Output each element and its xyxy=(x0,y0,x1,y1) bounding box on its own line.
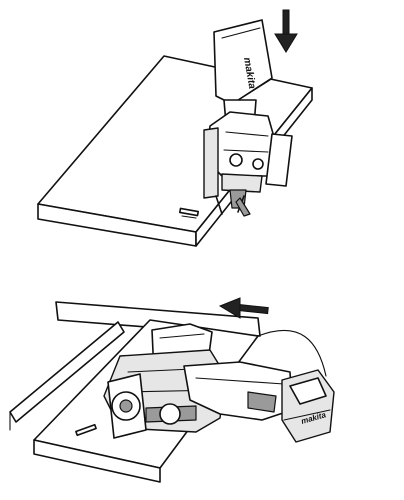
figure-bottom-horizontal-plunge: makita xyxy=(9,297,335,483)
slot-mark-bottom xyxy=(75,423,97,437)
biscuit-joiner-top: makita xyxy=(203,19,293,217)
figure-top-vertical-plunge: makita xyxy=(37,9,313,247)
brand-label-top: makita xyxy=(241,57,257,91)
slot-mark-top xyxy=(178,207,200,217)
pencil-mark-top xyxy=(181,215,197,219)
biscuit-joiner-bottom: makita xyxy=(103,323,335,443)
arrow-down-icon xyxy=(274,9,298,53)
arrow-left-icon xyxy=(218,297,269,319)
